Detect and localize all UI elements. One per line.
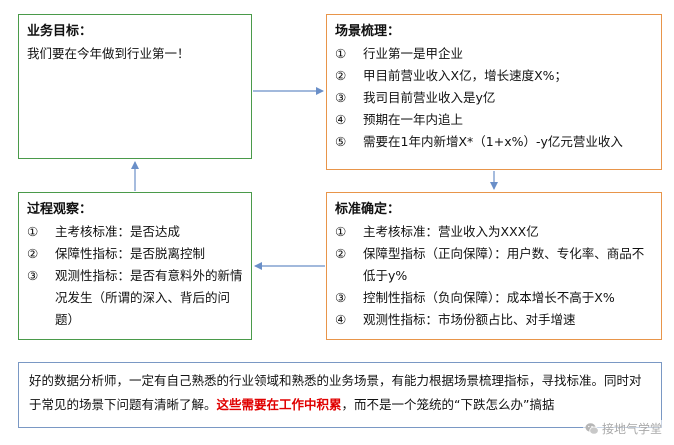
standard-item-text: 保障型指标（正向保障）：用户数、专化率、商品不低于y% [363, 246, 645, 283]
scene-item: ④ 预期在一年内追上 [335, 109, 653, 131]
standard-item: ② 保障型指标（正向保障）：用户数、专化率、商品不低于y% [335, 243, 653, 287]
observation-item-text: 观测性指标：是否有意料外的新情况发生（所谓的深入、背后的问题） [55, 268, 243, 327]
scene-item: ⑤ 需要在1年内新增X*（1+x%）-y亿元营业收入 [335, 131, 653, 153]
observation-item: ③ 观测性指标：是否有意料外的新情况发生（所谓的深入、背后的问题） [27, 265, 243, 331]
wechat-icon [585, 422, 599, 435]
scene-item-number: ④ [335, 112, 347, 127]
standard-item-text: 主考核标准：营业收入为XXX亿 [363, 224, 539, 239]
summary-text: 好的数据分析师，一定有自己熟悉的行业领域和熟悉的业务场景，有能力根据场景梳理指标… [29, 373, 642, 412]
business-goal-box: 业务目标： 我们要在今年做到行业第一！ [18, 14, 252, 159]
scene-item-number: ① [335, 46, 347, 61]
standard-definition-box: 标准确定： ① 主考核标准：营业收入为XXX亿 ② 保障型指标（正向保障）：用户… [326, 192, 662, 340]
process-observation-box: 过程观察： ① 主考核标准：是否达成 ② 保障性指标：是否脱离控制 ③ 观测性指… [18, 192, 252, 340]
scene-item-number: ③ [335, 90, 347, 105]
scene-item-number: ② [335, 68, 347, 83]
process-observation-title: 过程观察： [27, 202, 93, 217]
scene-item-text: 我司目前营业收入是y亿 [363, 90, 496, 105]
standard-item-number: ④ [335, 312, 347, 327]
observation-item: ① 主考核标准：是否达成 [27, 221, 243, 243]
standard-item-number: ① [335, 224, 347, 239]
summary-note: 好的数据分析师，一定有自己熟悉的行业领域和熟悉的业务场景，有能力根据场景梳理指标… [18, 362, 662, 428]
scene-item-number: ⑤ [335, 134, 347, 149]
watermark-text: 接地气学堂 [601, 422, 662, 436]
summary-text-end: ，而不是一个笼统的“下跌怎么办”搞掂 [341, 397, 555, 412]
standard-item: ① 主考核标准：营业收入为XXX亿 [335, 221, 653, 243]
summary-highlight: 这些需要在工作中积累 [216, 397, 342, 412]
standard-item-number: ③ [335, 290, 347, 305]
scene-item-text: 预期在一年内追上 [363, 112, 464, 127]
scene-item-text: 行业第一是甲企业 [363, 46, 464, 61]
observation-item-text: 主考核标准：是否达成 [55, 224, 181, 239]
scene-item: ① 行业第一是甲企业 [335, 43, 653, 65]
watermark: 接地气学堂 [582, 420, 664, 437]
scene-item-text: 需要在1年内新增X*（1+x%）-y亿元营业收入 [363, 134, 623, 149]
scene-item: ③ 我司目前营业收入是y亿 [335, 87, 653, 109]
standard-item-text: 控制性指标（负向保障）：成本增长不高于X% [363, 290, 615, 305]
scene-item-text: 甲目前营业收入X亿，增长速度X%； [363, 68, 568, 83]
scene-breakdown-title: 场景梳理： [335, 24, 401, 39]
standard-definition-title: 标准确定： [335, 202, 401, 217]
business-goal-title: 业务目标： [27, 24, 93, 39]
observation-item-number: ③ [27, 268, 39, 283]
standard-item-text: 观测性指标：市场份额占比、对手增速 [363, 312, 576, 327]
observation-item-text: 保障性指标：是否脱离控制 [55, 246, 206, 261]
standard-item: ④ 观测性指标：市场份额占比、对手增速 [335, 309, 653, 331]
observation-item-number: ② [27, 246, 39, 261]
scene-breakdown-box: 场景梳理： ① 行业第一是甲企业 ② 甲目前营业收入X亿，增长速度X%； ③ 我… [326, 14, 662, 170]
standard-item: ③ 控制性指标（负向保障）：成本增长不高于X% [335, 287, 653, 309]
scene-item: ② 甲目前营业收入X亿，增长速度X%； [335, 65, 653, 87]
observation-item-number: ① [27, 224, 39, 239]
business-goal-text: 我们要在今年做到行业第一！ [27, 46, 190, 61]
observation-item: ② 保障性指标：是否脱离控制 [27, 243, 243, 265]
standard-item-number: ② [335, 246, 347, 261]
